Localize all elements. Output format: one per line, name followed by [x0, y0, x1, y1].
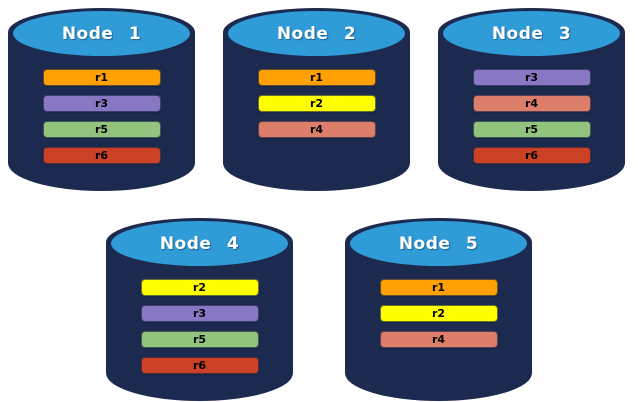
replica-label: r3: [94, 97, 109, 110]
replica-list: r1 r2 r4: [345, 279, 532, 348]
node-title: Node 4: [159, 233, 240, 254]
replica-bar: r6: [472, 147, 591, 164]
replica-label: r1: [94, 71, 109, 84]
database-cylinder-top: Node 3: [443, 11, 620, 56]
replica-label: r2: [309, 97, 324, 110]
replica-bar: r1: [379, 279, 498, 296]
replica-label: r2: [192, 281, 207, 294]
database-cylinder-top: Node 2: [228, 11, 405, 56]
replica-label: r4: [309, 123, 324, 136]
replica-label: r6: [524, 149, 539, 162]
replica-label: r4: [524, 97, 539, 110]
database-cylinder-top: Node 5: [350, 221, 527, 266]
replica-label: r6: [192, 359, 207, 372]
replica-label: r5: [524, 123, 539, 136]
replica-bar: r4: [379, 331, 498, 348]
replica-bar: r6: [42, 147, 161, 164]
replica-label: r4: [431, 333, 446, 346]
node-title: Node 2: [276, 23, 357, 44]
replica-label: r6: [94, 149, 109, 162]
replica-list: r3 r4 r5 r6: [438, 69, 625, 164]
replica-list: r1 r3 r5 r6: [8, 69, 195, 164]
node-row-bottom: Node 4 r2 r3 r5 r6 Node 5 r1 r2 r4: [0, 218, 638, 401]
node-title: Node 3: [491, 23, 572, 44]
node-title: Node 5: [398, 233, 479, 254]
database-node: Node 1 r1 r3 r5 r6: [8, 8, 195, 191]
database-cylinder-top: Node 1: [13, 11, 190, 56]
replica-label: r1: [309, 71, 324, 84]
replica-label: r3: [524, 71, 539, 84]
node-title: Node 1: [61, 23, 142, 44]
replica-label: r1: [431, 281, 446, 294]
database-node: Node 2 r1 r2 r4: [223, 8, 410, 191]
replica-label: r2: [431, 307, 446, 320]
replica-bar: r4: [472, 95, 591, 112]
replica-bar: r5: [140, 331, 259, 348]
replica-label: r3: [192, 307, 207, 320]
replica-label: r5: [192, 333, 207, 346]
replica-bar: r1: [257, 69, 376, 86]
replica-bar: r1: [42, 69, 161, 86]
replica-bar: r5: [42, 121, 161, 138]
replica-bar: r2: [257, 95, 376, 112]
replica-bar: r6: [140, 357, 259, 374]
database-node: Node 3 r3 r4 r5 r6: [438, 8, 625, 191]
replica-bar: r3: [472, 69, 591, 86]
replica-list: r1 r2 r4: [223, 69, 410, 138]
replica-bar: r2: [140, 279, 259, 296]
database-node: Node 4 r2 r3 r5 r6: [106, 218, 293, 401]
replica-bar: r4: [257, 121, 376, 138]
replica-bar: r3: [140, 305, 259, 322]
replica-bar: r3: [42, 95, 161, 112]
replica-bar: r5: [472, 121, 591, 138]
replica-list: r2 r3 r5 r6: [106, 279, 293, 374]
replica-label: r5: [94, 123, 109, 136]
database-cylinder-top: Node 4: [111, 221, 288, 266]
database-node: Node 5 r1 r2 r4: [345, 218, 532, 401]
replica-bar: r2: [379, 305, 498, 322]
